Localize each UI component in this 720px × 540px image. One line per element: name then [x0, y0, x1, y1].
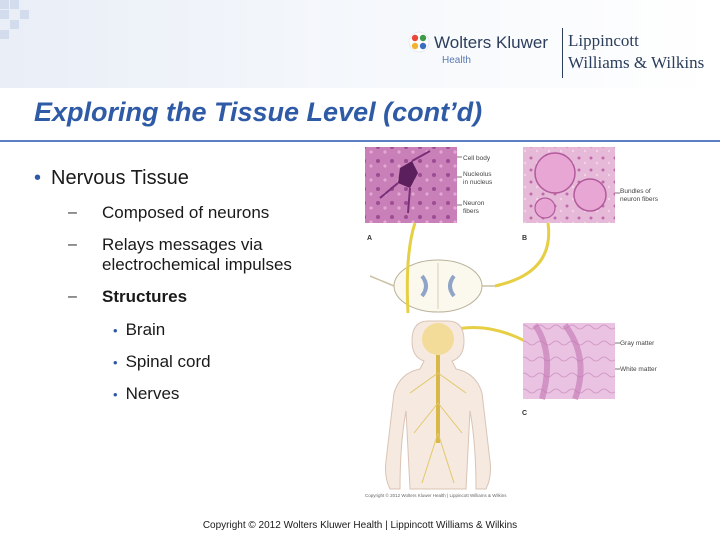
panel-label-c: C — [522, 410, 527, 417]
logo-divider — [562, 28, 563, 78]
sub-bullet-impulses: Relays messages via electrochemical impu… — [102, 235, 292, 274]
slide-title: Exploring the Tissue Level (cont’d) — [34, 97, 483, 127]
label-bundles-2: neuron fibers — [620, 196, 659, 203]
label-white-matter: White matter — [620, 366, 658, 373]
wolters-kluwer-logo-icon — [408, 31, 430, 53]
label-neuron-fibers: Neuron — [463, 200, 485, 207]
main-bullet: • Nervous Tissue — [34, 167, 189, 190]
publisher-name: Wolters Kluwer — [434, 33, 548, 52]
spinal-cord-section — [369, 259, 500, 313]
figure-copyright: Copyright © 2012 Wolters Kluwer Health |… — [365, 492, 507, 498]
publisher-subname: Health — [442, 55, 471, 66]
connector-curve-b — [494, 222, 551, 288]
structure-item-nerves: •Nerves — [113, 384, 180, 403]
body-outline — [385, 320, 491, 490]
bullet-icon: • — [113, 355, 118, 370]
footer-copyright: Copyright © 2012 Wolters Kluwer Health |… — [202, 520, 518, 531]
label-bundles: Bundles of — [620, 188, 651, 195]
structure-item-spinal-cord: •Spinal cord — [113, 352, 211, 371]
dash-marker: – — [68, 236, 77, 253]
imprint-line-1: Lippincott — [568, 31, 639, 50]
label-nucleolus-2: in nucleus — [463, 179, 493, 186]
bullet-icon: • — [34, 167, 42, 189]
label-cell-body: Cell body — [463, 155, 491, 162]
decorative-squares — [0, 0, 40, 40]
label-gray-matter: Gray matter — [620, 340, 655, 347]
panel-label-a: A — [367, 235, 372, 242]
bullet-icon: • — [113, 387, 118, 402]
nervous-tissue-figure: Cell body Nucleolus in nucleus Neuron fi… — [365, 147, 659, 498]
main-bullet-text: Nervous Tissue — [51, 167, 189, 189]
connector-curve-a — [405, 222, 417, 314]
label-nucleolus: Nucleolus — [463, 171, 492, 178]
sub-bullet-structures: Structures — [102, 287, 188, 306]
title-divider — [0, 140, 720, 142]
header-band — [0, 0, 720, 88]
panel-label-b: B — [522, 235, 527, 242]
slide-footer: Copyright © 2012 Wolters Kluwer Health |… — [0, 520, 720, 531]
dash-marker: – — [68, 204, 77, 221]
dash-marker: – — [68, 288, 77, 305]
bullet-icon: • — [113, 323, 118, 338]
structure-item-brain: •Brain — [113, 320, 166, 339]
sub-bullet-neurons: Composed of neurons — [102, 203, 270, 222]
imprint-line-2: Williams & Wilkins — [568, 53, 705, 72]
label-neuron-fibers-2: fibers — [463, 208, 480, 215]
